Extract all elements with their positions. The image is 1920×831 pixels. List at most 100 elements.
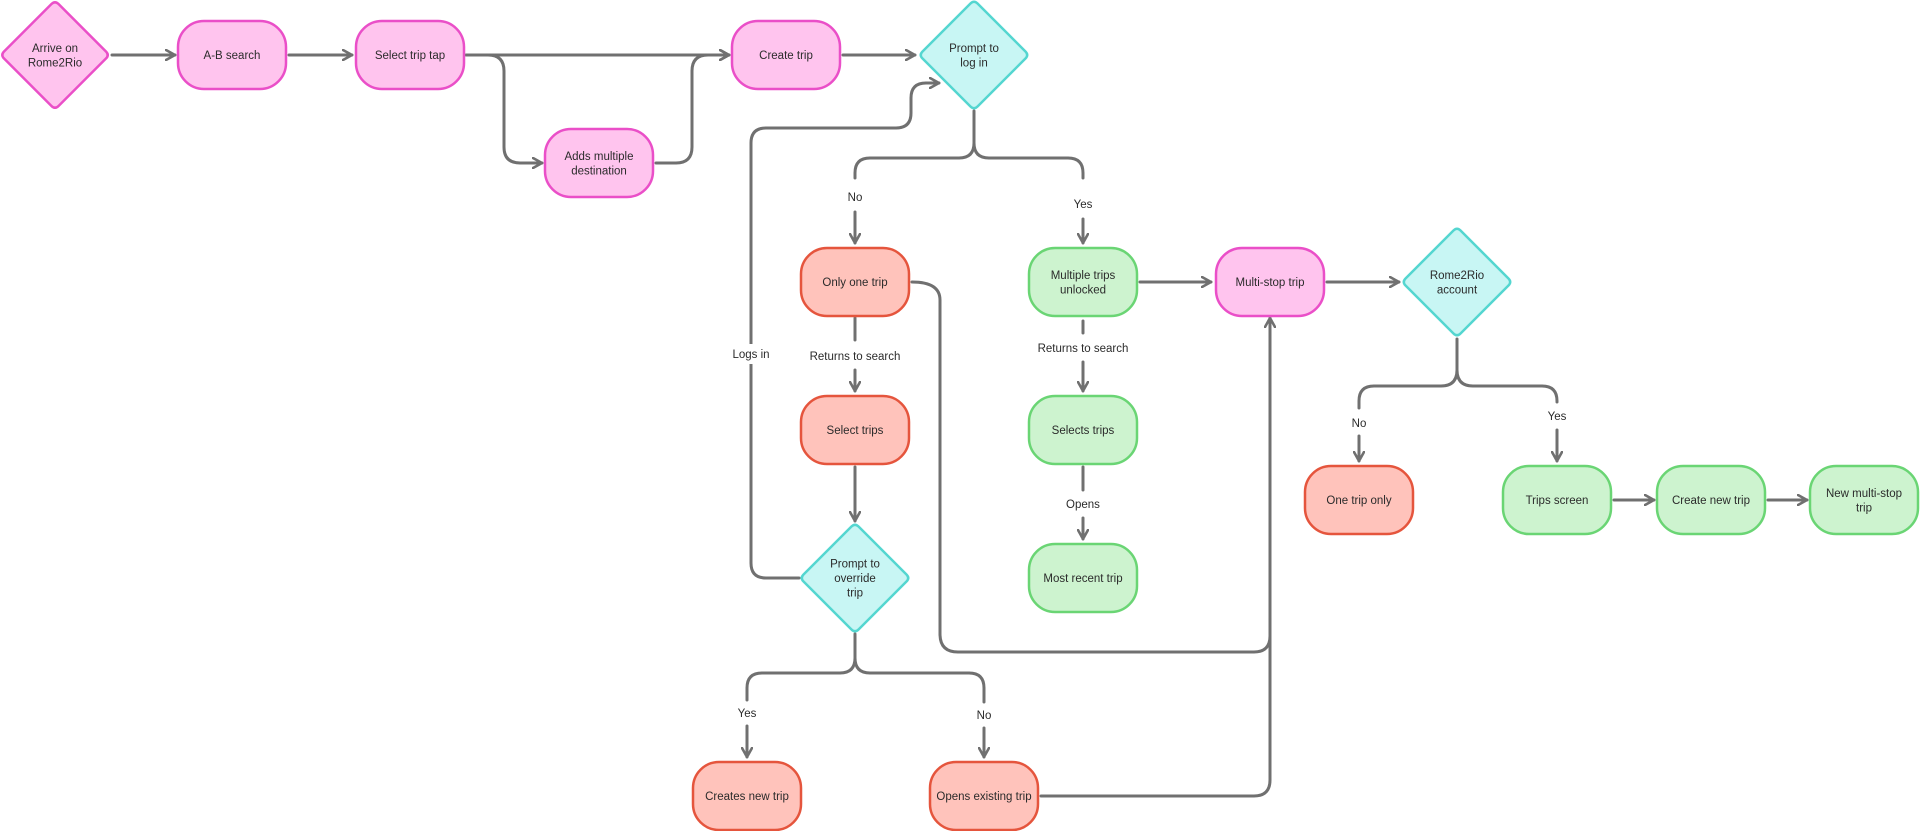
node-shape [1, 1, 109, 109]
node-a-b-search[interactable]: A-B search [176, 19, 288, 91]
node-multi-stop-trip[interactable]: Multi-stop trip [1214, 246, 1326, 318]
node-label: New multi-stop [1826, 488, 1902, 500]
svg-text:No: No [977, 710, 992, 722]
edge-label-opens: Opens [1064, 494, 1102, 514]
svg-text:Opens: Opens [1066, 499, 1100, 511]
node-label: destination [571, 165, 627, 177]
node-shape [354, 19, 466, 91]
node-shape [1501, 464, 1613, 536]
node-shape [1655, 464, 1767, 536]
node-label: Selects trips [1052, 425, 1115, 437]
edge-label-yes: Yes [1066, 194, 1100, 214]
node-label: A-B search [204, 50, 261, 62]
node-label: Creates new trip [705, 791, 789, 803]
node-shape [1808, 464, 1920, 536]
node-label: Select trips [827, 425, 884, 437]
node-label: trip [847, 588, 863, 600]
node-adds-multiple-destination[interactable]: Adds multiple destination [543, 127, 655, 199]
edge-label-logs-in: Logs in [731, 344, 771, 364]
edge-label-yes: Yes [1540, 406, 1574, 426]
node-label: Opens existing trip [936, 791, 1031, 803]
node-shape [1027, 542, 1139, 614]
node-shape [1027, 394, 1139, 466]
node-shape [800, 523, 910, 633]
node-most-recent-trip[interactable]: Most recent trip [1027, 542, 1139, 614]
node-shape [543, 127, 655, 199]
node-rome2rio-account[interactable]: Rome2Rio account [1402, 227, 1512, 337]
svg-text:No: No [1352, 418, 1367, 430]
node-label: Multiple trips [1051, 270, 1116, 282]
node-shape [1027, 246, 1139, 318]
connector-prompt-override-split [745, 632, 986, 704]
node-shape [919, 0, 1029, 110]
node-label: Create new trip [1672, 495, 1750, 507]
node-opens-existing-trip[interactable]: Opens existing trip [928, 760, 1040, 831]
edge-label-returns-to-search: Returns to search [1036, 338, 1130, 358]
svg-text:Yes: Yes [1074, 199, 1093, 211]
svg-text:Logs in: Logs in [732, 349, 769, 361]
node-label: Adds multiple [564, 151, 633, 163]
connector-select-trip-tap-to-adds-multiple [486, 53, 544, 163]
node-label: trip [1856, 502, 1872, 514]
svg-text:Yes: Yes [738, 708, 757, 720]
node-label: account [1437, 284, 1478, 296]
node-create-new-trip[interactable]: Create new trip [1655, 464, 1767, 536]
edge-label-no: No [969, 705, 999, 725]
connector-opens-existing-to-multi-stop [1039, 618, 1272, 798]
connector-account-split [1357, 337, 1559, 410]
node-shape [1402, 227, 1512, 337]
svg-text:Yes: Yes [1548, 411, 1567, 423]
node-one-trip-only[interactable]: One trip only [1303, 464, 1415, 536]
node-multiple-trips-unlocked[interactable]: Multiple trips unlocked [1027, 246, 1139, 318]
edge-label-no: No [840, 187, 870, 207]
node-creates-new-trip[interactable]: Creates new trip [691, 760, 803, 831]
node-only-one-trip[interactable]: Only one trip [799, 246, 911, 318]
node-prompt-to-override-trip[interactable]: Prompt to override trip [800, 523, 910, 633]
node-label: Multi-stop trip [1235, 277, 1304, 289]
node-trips-screen[interactable]: Trips screen [1501, 464, 1613, 536]
node-shape [691, 760, 803, 831]
node-label: Prompt to [949, 43, 999, 55]
node-selects-trips[interactable]: Selects trips [1027, 394, 1139, 466]
connector-only-one-trip-to-multi-stop [910, 280, 1270, 654]
connector-logs-in-loop [749, 83, 941, 580]
connector-adds-multiple-to-create-trip [654, 55, 731, 165]
node-shape [928, 760, 1040, 831]
node-shape [1214, 246, 1326, 318]
node-label: Rome2Rio [1430, 270, 1484, 282]
node-label: log in [960, 57, 988, 69]
node-arrive-on-rome2rio[interactable]: Arrive on Rome2Rio [1, 1, 109, 109]
node-label: Prompt to [830, 559, 880, 571]
node-shape [730, 19, 842, 91]
node-label: Rome2Rio [28, 57, 82, 69]
edge-label-returns-to-search: Returns to search [808, 346, 902, 366]
node-select-trips[interactable]: Select trips [799, 394, 911, 466]
node-label: Create trip [759, 50, 813, 62]
node-create-trip[interactable]: Create trip [730, 19, 842, 91]
edge-labels: No Yes Returns to search Returns to sear… [730, 187, 1574, 725]
node-label: Most recent trip [1043, 573, 1122, 585]
svg-text:Returns to search: Returns to search [1038, 343, 1129, 355]
connector-prompt-login-split [853, 109, 1085, 180]
node-label: Trips screen [1526, 495, 1589, 507]
edge-label-yes: Yes [730, 703, 764, 723]
node-label: Arrive on [32, 43, 78, 55]
node-label: One trip only [1326, 495, 1391, 507]
node-select-trip-tap[interactable]: Select trip tap [354, 19, 466, 91]
node-shape [799, 394, 911, 466]
node-label: Select trip tap [375, 50, 445, 62]
svg-text:Returns to search: Returns to search [810, 351, 901, 363]
node-prompt-to-log-in[interactable]: Prompt to log in [919, 0, 1029, 110]
node-label: Only one trip [822, 277, 887, 289]
svg-text:No: No [848, 192, 863, 204]
node-label: unlocked [1060, 284, 1106, 296]
node-shape [799, 246, 911, 318]
node-shape [1303, 464, 1415, 536]
edge-label-no: No [1344, 413, 1374, 433]
connectors [110, 53, 1809, 798]
node-shape [176, 19, 288, 91]
node-new-multi-stop-trip[interactable]: New multi-stop trip [1808, 464, 1920, 536]
node-label: override [834, 573, 876, 585]
